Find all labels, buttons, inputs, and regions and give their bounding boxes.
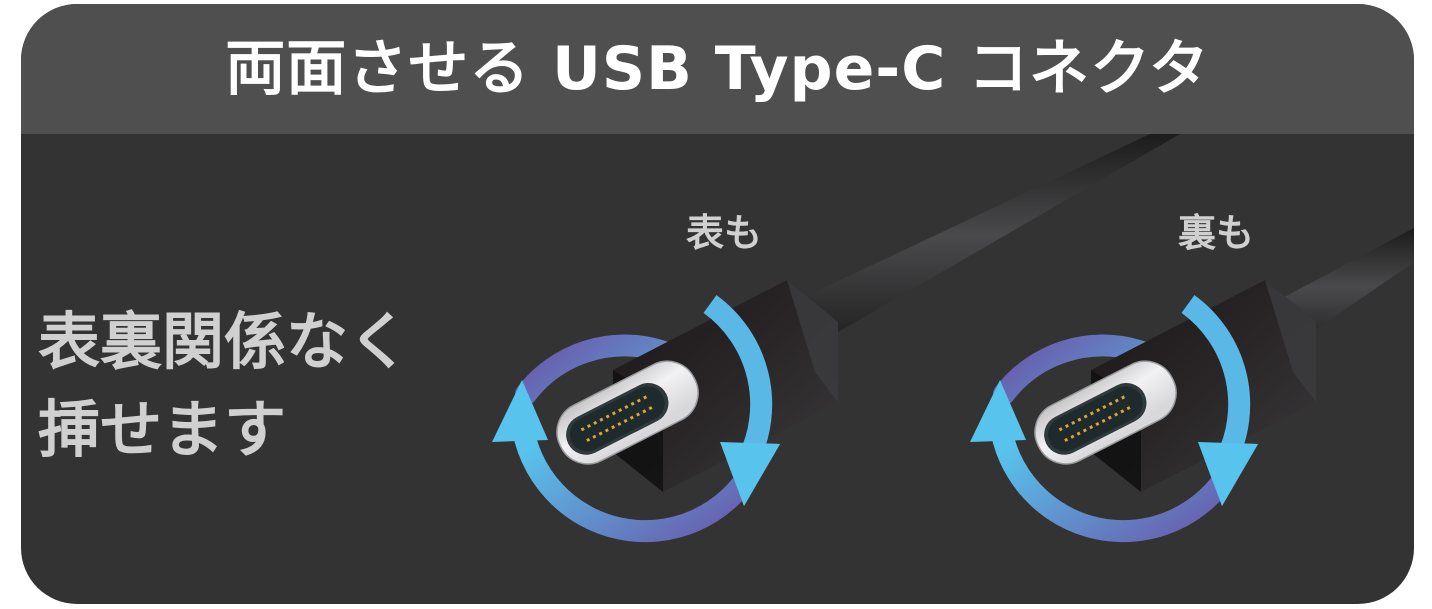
label-front: 表も	[686, 211, 763, 255]
page-title: 両面させる USB Type-C コネクタ	[225, 34, 1210, 104]
header-band	[21, 4, 1414, 134]
label-back: 裏も	[1178, 211, 1255, 255]
usb-c-connector-icon-right	[1023, 279, 1317, 493]
cable-left	[760, 134, 1180, 360]
usb-c-connector-icon-left	[545, 279, 839, 493]
headline: 表裏関係なく 挿せます	[38, 298, 410, 474]
headline-line-1: 表裏関係なく	[38, 305, 411, 378]
headline-line-2: 挿せます	[38, 393, 287, 466]
